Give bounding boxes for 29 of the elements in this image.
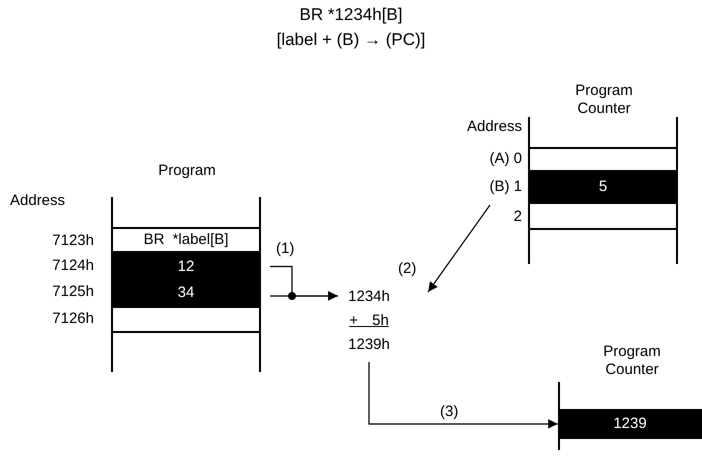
column-heading: Program Counter xyxy=(574,82,634,118)
addend: + 5h xyxy=(348,311,390,331)
edge-label: (3) xyxy=(440,403,458,420)
address-label: (B) 1 xyxy=(488,178,522,195)
address-label: 7126h xyxy=(51,310,94,327)
arrow xyxy=(270,291,338,301)
arrow xyxy=(428,204,490,292)
highlighted-cell: 34 xyxy=(111,280,261,306)
address-label: 7124h xyxy=(51,257,94,274)
axis-label: Address xyxy=(466,118,522,135)
empty-cell xyxy=(111,306,261,333)
base-address: 1234h xyxy=(347,287,391,307)
sum-result: 1239h xyxy=(347,335,391,355)
axis-label: Address xyxy=(10,192,66,209)
column-heading: Program Counter xyxy=(602,343,662,379)
column-heading: Program xyxy=(157,162,217,180)
highlighted-cell: 12 xyxy=(111,253,261,280)
address-label: (A) 0 xyxy=(488,150,522,167)
edge-label: (1) xyxy=(276,240,294,257)
address-label: 2 xyxy=(512,208,522,225)
edge-label: (2) xyxy=(398,260,416,277)
empty-cell xyxy=(528,202,678,230)
formula: [label + (B) → (PC)] xyxy=(276,30,426,50)
title: BR *1234h[B] xyxy=(298,5,404,25)
highlighted-cell: 1239 xyxy=(558,409,702,439)
highlighted-cell: 5 xyxy=(528,172,678,202)
arrow xyxy=(368,362,558,429)
address-label: 7125h xyxy=(51,283,94,300)
address-label: 7123h xyxy=(51,232,94,249)
